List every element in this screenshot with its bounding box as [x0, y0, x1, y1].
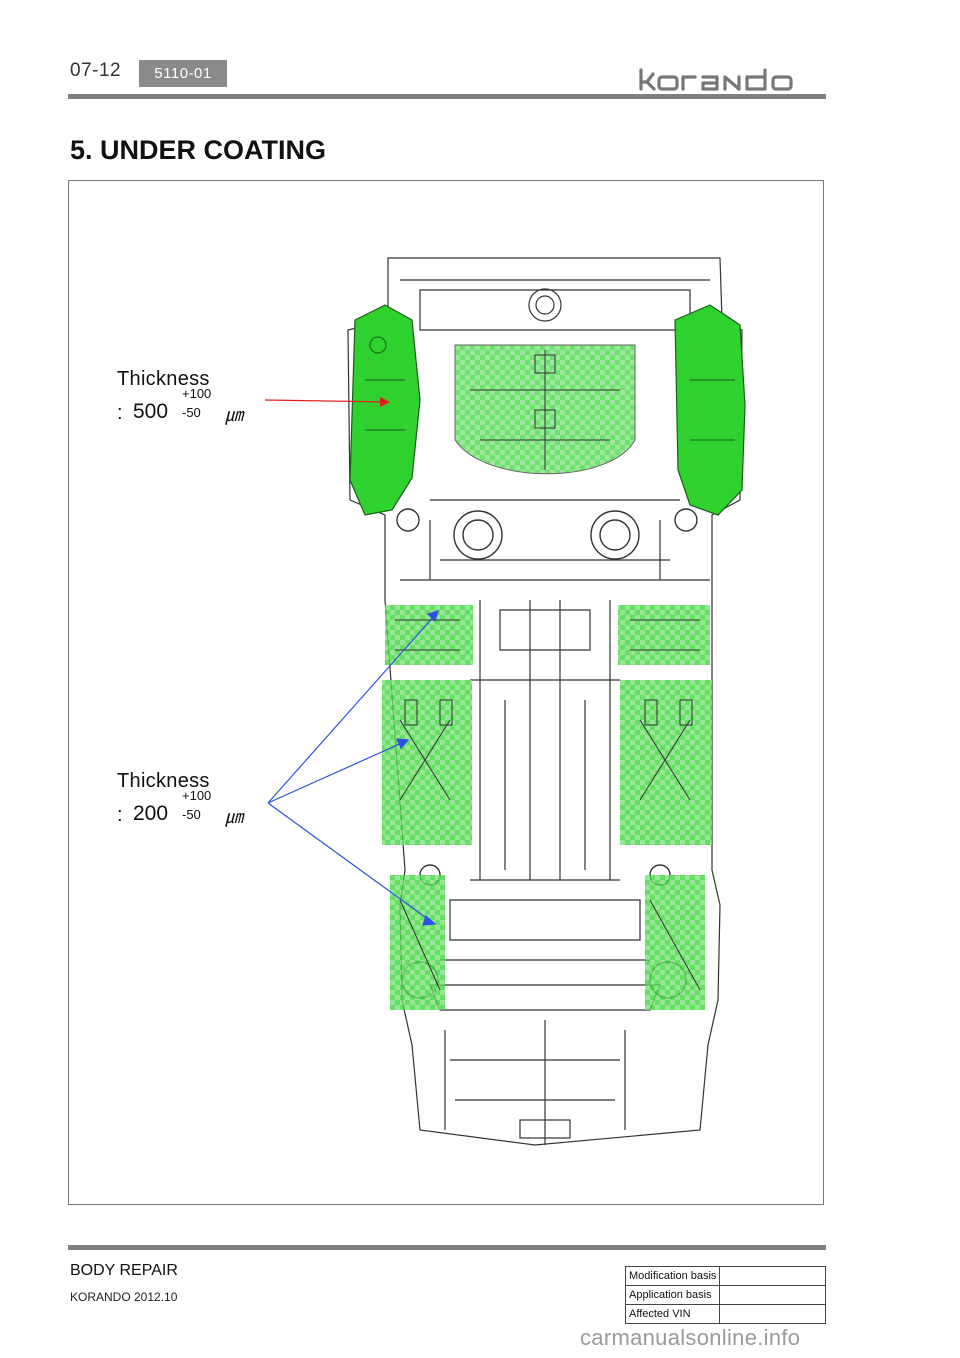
leader-line-200-c [267, 802, 433, 923]
callout-value: 200 [133, 802, 169, 825]
watermark: carmanualsonline.info [580, 1325, 801, 1350]
leader-line-200-b [267, 741, 405, 804]
callout-label: Thickness [117, 368, 210, 390]
callout-label: Thickness [117, 770, 210, 792]
table-row: Affected VIN [624, 1304, 826, 1324]
table-row: Modification basis [624, 1266, 826, 1286]
row-label: Affected VIN [624, 1304, 721, 1324]
tolerance-minus: -50 [182, 807, 201, 822]
modification-table: Modification basis Application basis Aff… [624, 1266, 826, 1324]
header-rule [68, 94, 826, 99]
row-value [719, 1304, 826, 1324]
section-code-badge: 5110-01 [139, 60, 227, 87]
unit-micrometer: ㎛ [225, 405, 243, 425]
row-value [719, 1266, 826, 1286]
footer-model: KORANDO 2012.10 [70, 1290, 178, 1304]
tolerance-minus: -50 [182, 405, 201, 420]
footer-section-name: BODY REPAIR [70, 1262, 178, 1279]
korando-logo [639, 68, 793, 91]
unit-micrometer: ㎛ [225, 807, 243, 827]
callout-colon: : [117, 804, 123, 826]
tolerance-plus: +100 [182, 386, 212, 401]
callout-colon: : [117, 402, 123, 424]
table-row: Application basis [624, 1285, 826, 1305]
row-value [719, 1285, 826, 1305]
figure-frame [68, 180, 824, 1205]
row-label: Modification basis [624, 1266, 721, 1286]
row-label: Application basis [624, 1285, 721, 1305]
footer-rule [68, 1245, 826, 1250]
page-number: 07-12 [70, 60, 122, 81]
leader-line-200-a [267, 613, 437, 804]
tolerance-plus: +100 [182, 788, 212, 803]
leader-line-500 [264, 399, 389, 403]
callout-value: 500 [133, 400, 169, 423]
section-title: 5. UNDER COATING [70, 135, 327, 165]
